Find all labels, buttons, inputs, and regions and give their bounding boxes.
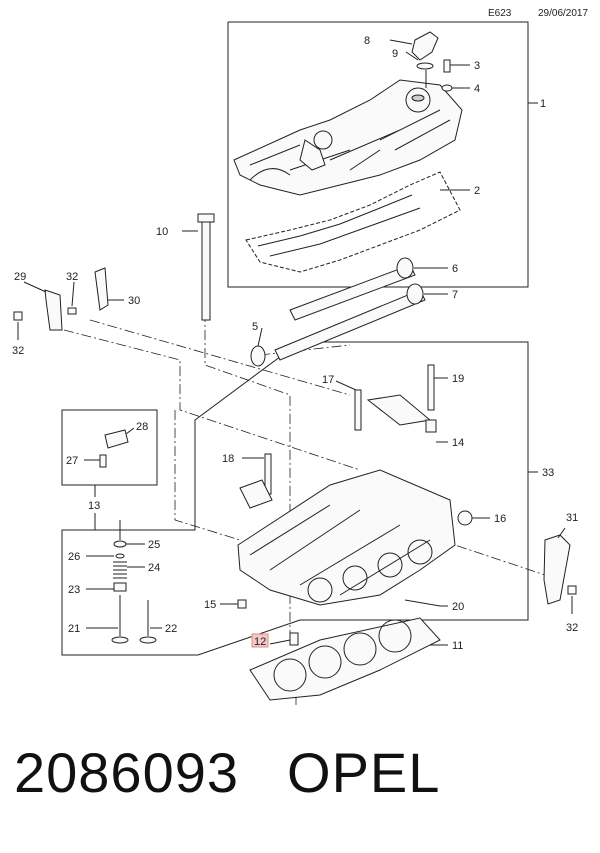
callout-1: 1 [540, 98, 546, 110]
cylinder-head-group-frame [61, 341, 538, 656]
plug-seal [457, 510, 490, 526]
callout-14: 14 [452, 437, 464, 449]
callout-29: 29 [14, 271, 26, 283]
callout-4: 4 [474, 83, 480, 95]
oil-filler-cap [389, 31, 439, 88]
callout-26: 26 [68, 551, 80, 563]
callout-32-left: 32 [12, 345, 24, 357]
cam-cover-group-frame [227, 21, 538, 288]
callout-2: 2 [474, 185, 480, 197]
callout-22: 22 [165, 623, 177, 635]
callout-25: 25 [148, 539, 160, 551]
diagram-code: E623 [488, 8, 512, 19]
cylinder-head [237, 469, 456, 606]
callout-12-highlight [251, 633, 269, 648]
sensor-bracket [239, 453, 273, 509]
callout-30: 30 [128, 295, 140, 307]
part-number-footer: 2086093 OPEL [14, 740, 440, 805]
camshaft-seal [250, 327, 266, 367]
callout-20: 20 [452, 601, 464, 613]
locating-dowel [269, 632, 299, 646]
brand-name: OPEL [287, 741, 441, 804]
callout-6: 6 [452, 263, 458, 275]
callout-13: 13 [88, 500, 100, 512]
callout-15: 15 [204, 599, 216, 611]
diagram-date: 29/06/2017 [538, 8, 589, 19]
cam-cover-gasket [245, 171, 470, 273]
callout-18: 18 [222, 453, 234, 465]
callout-28: 28 [136, 421, 148, 433]
vent-bolt [441, 59, 470, 92]
callout-9: 9 [392, 48, 398, 60]
intake-camshaft [289, 257, 448, 321]
exhaust-stud [404, 599, 448, 607]
camshaft-cover [233, 79, 463, 196]
callout-33: 33 [542, 467, 554, 479]
callout-5: 5 [252, 321, 258, 333]
head-plug [220, 599, 247, 609]
callout-31: 31 [566, 512, 578, 524]
callout-32-right: 32 [566, 622, 578, 634]
valve-train-parts [84, 427, 162, 644]
valve-actuator-frame [61, 409, 158, 530]
callout-8: 8 [364, 35, 370, 47]
exhaust-camshaft [274, 283, 448, 361]
callout-19: 19 [452, 373, 464, 385]
cam-bearing-cap [335, 364, 448, 443]
part-number: 2086093 [14, 741, 240, 804]
callout-11: 11 [452, 640, 463, 652]
callout-21: 21 [68, 623, 80, 635]
callouts: 1 2 3 4 5 6 7 8 9 10 11 12 13 14 15 16 1… [12, 35, 578, 652]
callout-24: 24 [148, 562, 160, 574]
callout-12: 12 [254, 636, 266, 648]
head-bolt [182, 213, 215, 321]
callout-16: 16 [494, 513, 506, 525]
callout-7: 7 [452, 289, 458, 301]
callout-32-top: 32 [66, 271, 78, 283]
head-gasket [249, 617, 448, 701]
callout-3: 3 [474, 60, 480, 72]
callout-27: 27 [66, 455, 78, 467]
callout-10: 10 [156, 226, 168, 238]
bracket-left [13, 267, 124, 340]
bracket-right [543, 527, 577, 614]
callout-23: 23 [68, 584, 80, 596]
callout-17: 17 [322, 374, 334, 386]
